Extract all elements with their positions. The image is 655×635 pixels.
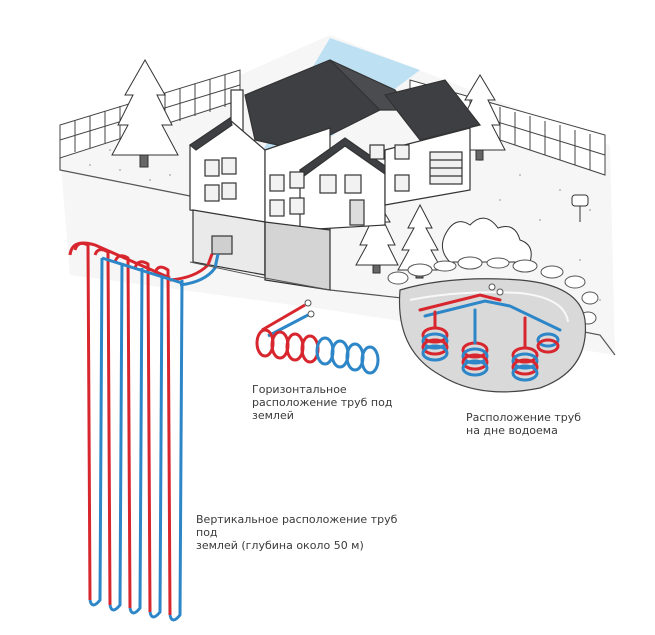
- pond-pipe-loops: [418, 283, 562, 382]
- label-vertical-pipes: Вертикальное расположение труб под земле…: [196, 513, 398, 552]
- pipe-loop: [255, 328, 380, 375]
- pond: [387, 256, 599, 393]
- pipe-loop: [461, 308, 489, 377]
- tree-icon: [111, 58, 179, 168]
- horizontal-pipe-coil: [255, 299, 380, 375]
- shrub-icon: [441, 217, 532, 263]
- pipe-loop: [536, 332, 560, 354]
- label-pond-pipes: Расположение труб на дне водоема: [466, 411, 582, 437]
- pipe-loop: [511, 316, 539, 382]
- mailbox-icon: [571, 194, 589, 222]
- label-horizontal-pipes: Горизонтальное расположение труб под зем…: [252, 383, 393, 422]
- house-illustration: [189, 59, 482, 291]
- ground-edge: [189, 261, 331, 291]
- pipe-loop: [421, 310, 449, 362]
- vertical-pipe-loops: [68, 241, 220, 622]
